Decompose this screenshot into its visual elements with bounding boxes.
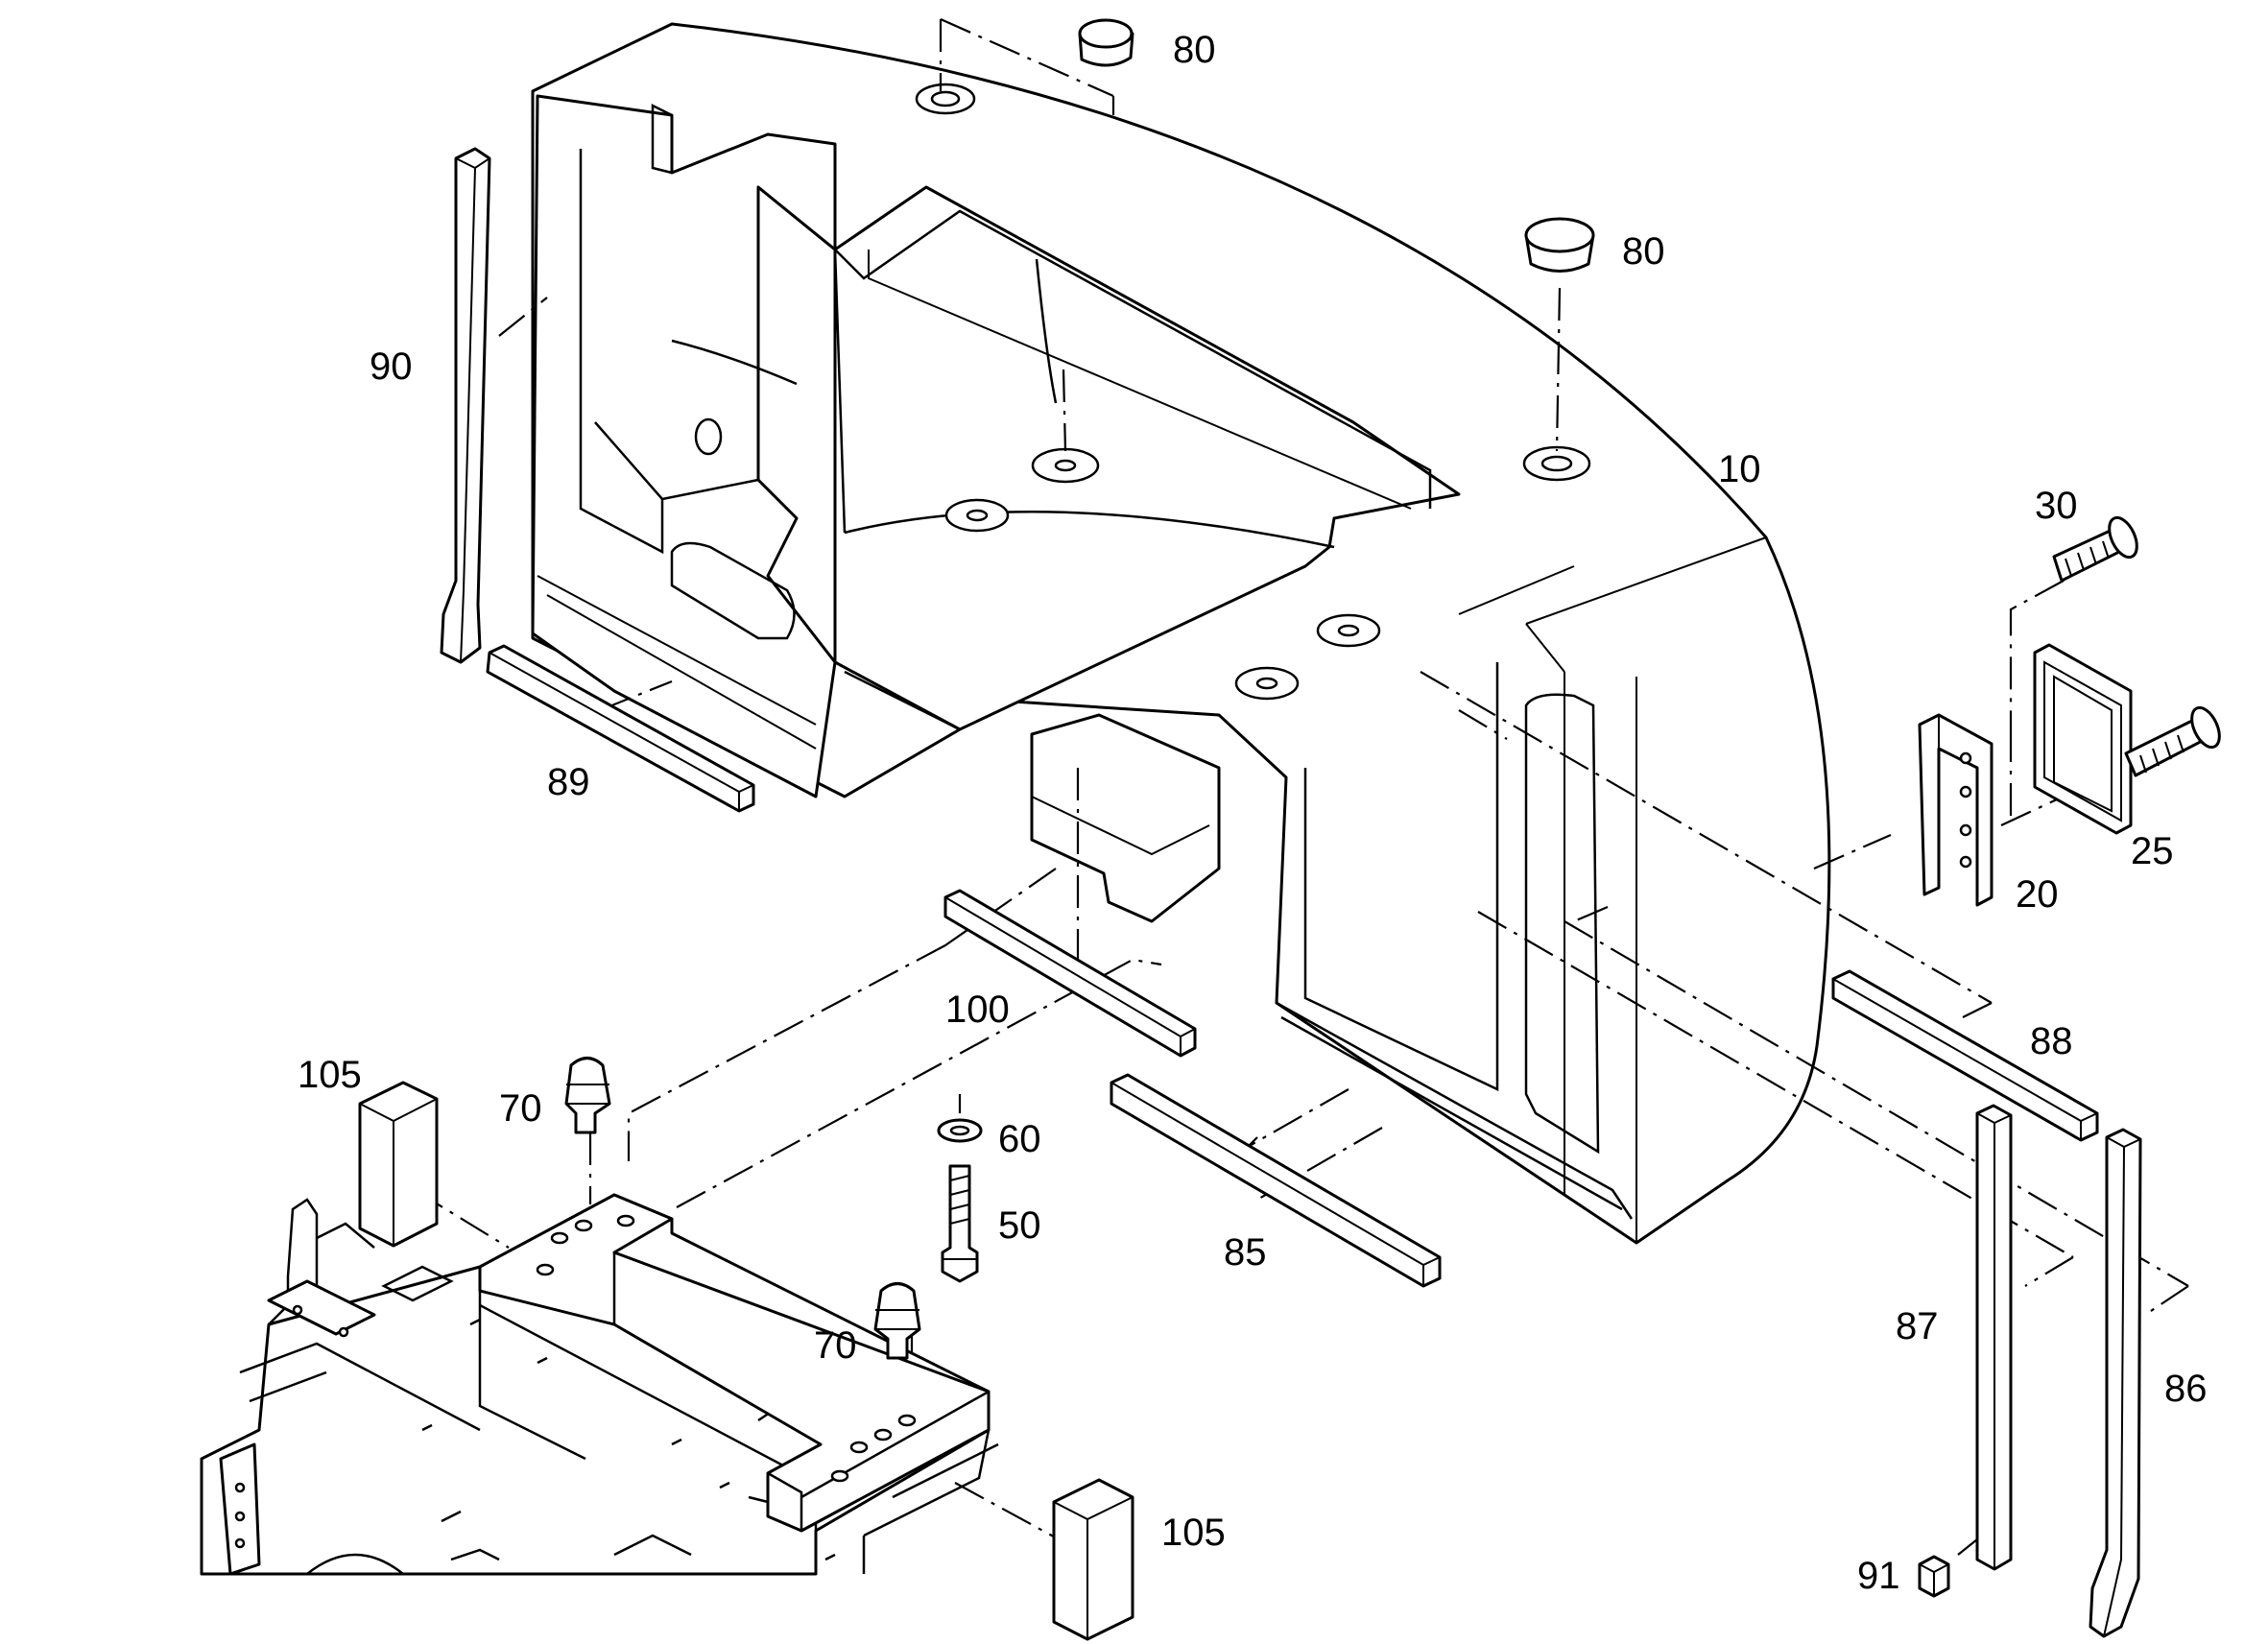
screw-30-right <box>2124 705 2221 777</box>
pad-25 <box>2033 643 2133 835</box>
strip-88 <box>1831 969 2099 1142</box>
callout-80-right: 80 <box>1622 230 1665 273</box>
callout-105-lower: 105 <box>1161 1512 1226 1554</box>
callout-85: 85 <box>1224 1231 1267 1274</box>
strip-90 <box>440 147 491 664</box>
callout-30: 30 <box>2035 485 2078 527</box>
callout-87: 87 <box>1896 1305 1939 1347</box>
callout-labels: 80 80 90 10 30 25 20 89 100 88 105 70 60… <box>298 29 2208 1597</box>
strip-89 <box>486 644 755 813</box>
callout-20: 20 <box>2016 873 2059 916</box>
strip-87 <box>1975 1104 2013 1571</box>
callout-86: 86 <box>2164 1368 2208 1410</box>
leader-lines <box>414 17 2189 1556</box>
washer-60 <box>937 1118 983 1143</box>
cap-91 <box>1918 1555 1950 1598</box>
callout-80-top: 80 <box>1173 29 1216 71</box>
callout-88: 88 <box>2030 1020 2073 1062</box>
plug-80-top <box>1078 18 1134 67</box>
callout-100: 100 <box>945 989 1010 1031</box>
pin-70-upper <box>564 1057 611 1134</box>
callout-50: 50 <box>998 1204 1041 1247</box>
pin-70-lower <box>873 1282 921 1360</box>
callout-60: 60 <box>998 1118 1041 1160</box>
strip-86 <box>2089 1128 2142 1638</box>
callout-90: 90 <box>370 345 413 388</box>
block-105-lower <box>1052 1478 1134 1641</box>
callout-10: 10 <box>1718 448 1761 490</box>
callout-70-upper: 70 <box>499 1087 542 1130</box>
mount-plate <box>478 1193 991 1533</box>
bracket-20 <box>1918 713 1993 907</box>
counterweight-body <box>531 22 1831 1245</box>
callout-25: 25 <box>2131 830 2174 872</box>
strip-100 <box>943 889 1197 1058</box>
screw-30-top <box>2052 515 2138 583</box>
bolt-50 <box>941 1164 979 1283</box>
callout-89: 89 <box>547 761 590 803</box>
strip-85 <box>1110 1073 1442 1288</box>
callout-105-upper: 105 <box>298 1054 362 1096</box>
plug-80-right <box>1524 217 1595 273</box>
callout-91: 91 <box>1857 1555 1900 1597</box>
block-105-upper <box>358 1081 439 1248</box>
callout-70-lower: 70 <box>814 1324 857 1367</box>
